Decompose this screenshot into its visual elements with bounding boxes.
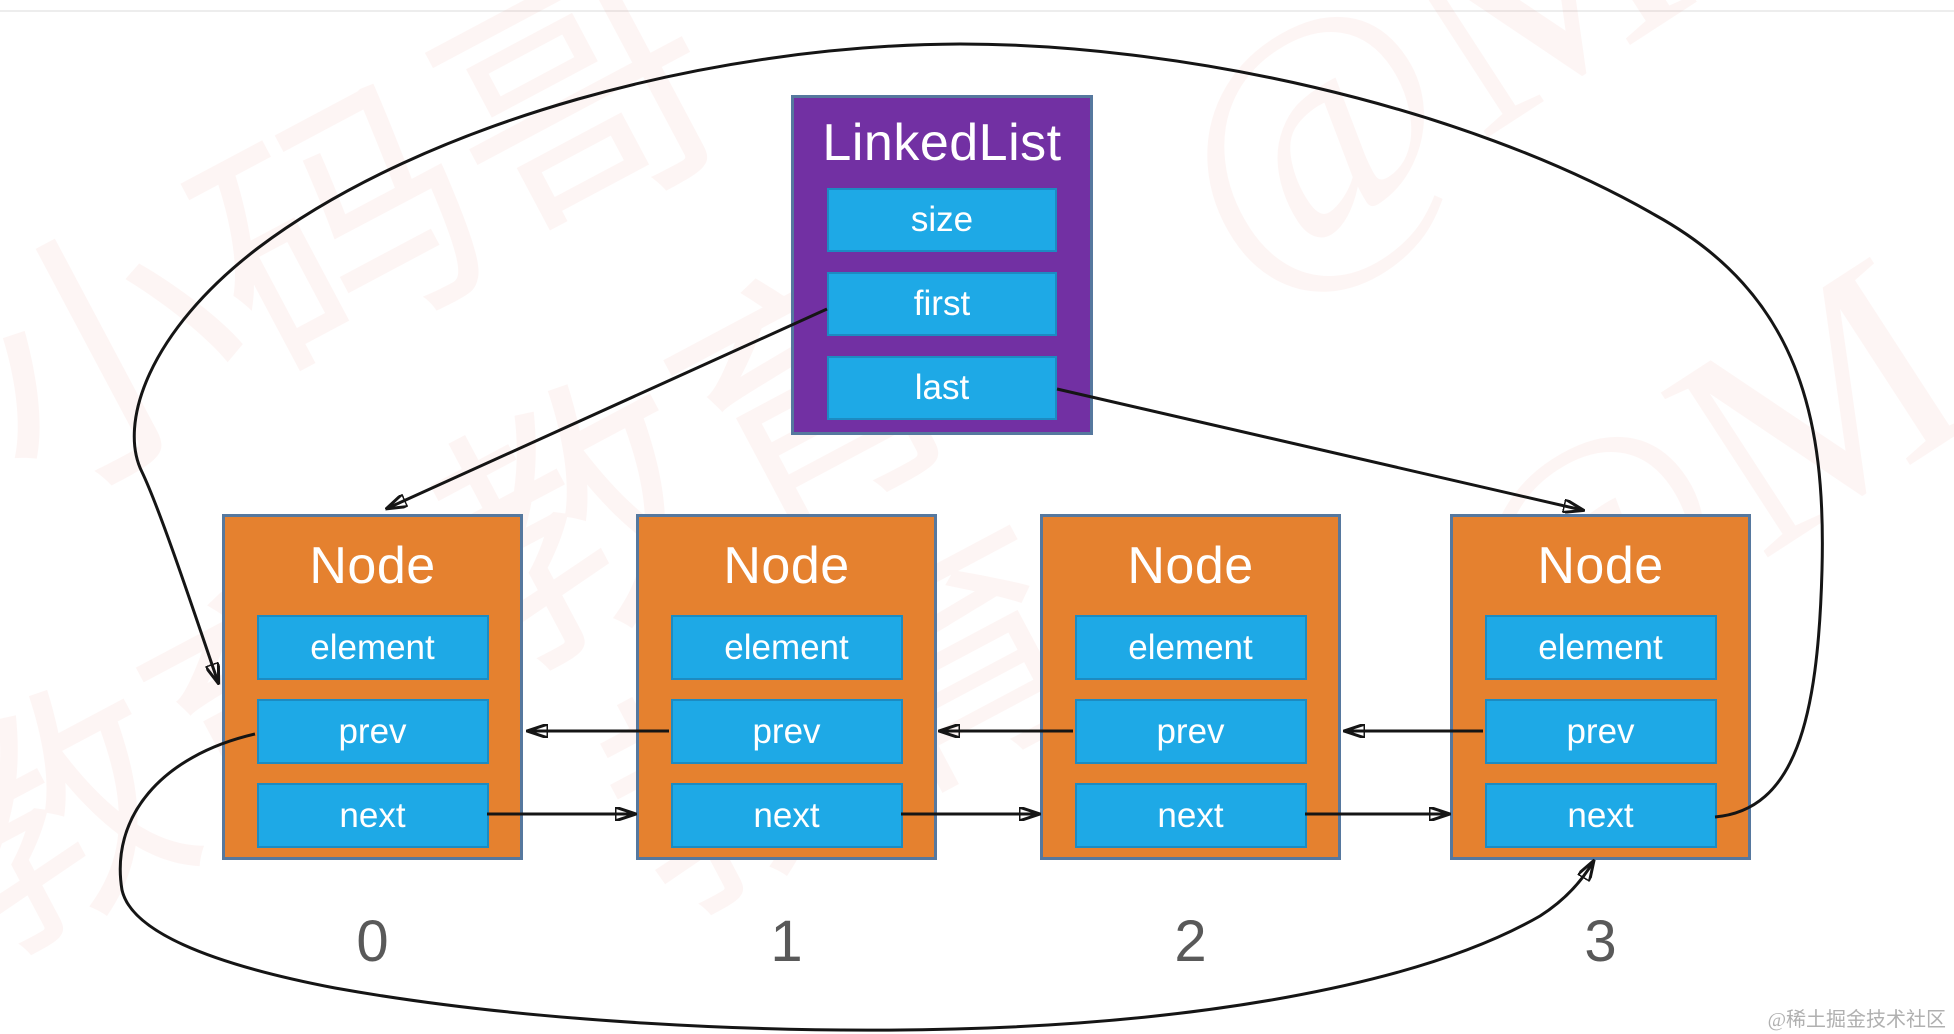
index-label-1: 1	[770, 909, 803, 974]
linkedlist-box: LinkedList size first last	[791, 95, 1093, 435]
node2-field-element: element	[1074, 615, 1307, 680]
node1-field-next: next	[670, 783, 903, 848]
node-title: Node	[1537, 537, 1664, 595]
node0-field-prev: prev	[256, 699, 489, 764]
linkedlist-field-last: last	[827, 356, 1057, 420]
node-box-3: Node element prev next	[1450, 514, 1751, 860]
linkedlist-field-first: first	[827, 272, 1057, 336]
node3-field-prev: prev	[1484, 699, 1717, 764]
bg-watermark: @M	[1103, 0, 1740, 348]
linkedlist-title: LinkedList	[822, 114, 1062, 172]
node3-field-element: element	[1484, 615, 1717, 680]
node-title: Node	[1127, 537, 1254, 595]
index-label-2: 2	[1174, 909, 1207, 974]
arrow-first-to-node0	[388, 307, 828, 508]
bg-watermark: 小码哥	[0, 0, 773, 557]
node2-field-next: next	[1074, 783, 1307, 848]
node1-field-prev: prev	[670, 699, 903, 764]
index-label-0: 0	[356, 909, 389, 974]
top-divider	[0, 10, 1954, 12]
node-title: Node	[723, 537, 850, 595]
linkedlist-field-size: size	[827, 188, 1057, 252]
node1-field-element: element	[670, 615, 903, 680]
node3-field-next: next	[1484, 783, 1717, 848]
node-box-1: Node element prev next	[636, 514, 937, 860]
node2-field-prev: prev	[1074, 699, 1307, 764]
node-title: Node	[309, 537, 436, 595]
node0-field-next: next	[256, 783, 489, 848]
node0-field-element: element	[256, 615, 489, 680]
node-box-0: Node element prev next	[222, 514, 523, 860]
credit-watermark: @稀土掘金技术社区	[1767, 1009, 1946, 1031]
arrow-last-to-node3	[1056, 387, 1582, 510]
index-label-3: 3	[1584, 909, 1617, 974]
node-box-2: Node element prev next	[1040, 514, 1341, 860]
